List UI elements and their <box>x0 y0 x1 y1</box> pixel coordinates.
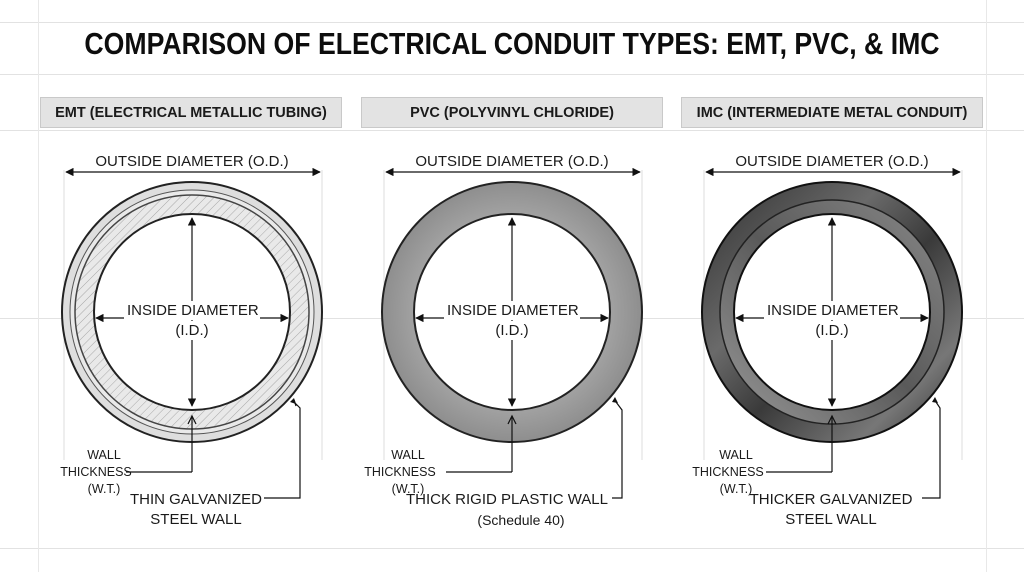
guide-line <box>38 0 39 572</box>
panel-header-emt: EMT (ELECTRICAL METALLIC TUBING) <box>40 97 342 128</box>
material-label-line1: THICK RIGID PLASTIC WALL <box>406 491 608 508</box>
imc-cross-section <box>701 167 963 499</box>
material-label-line1: THICKER GALVANIZED <box>749 491 913 508</box>
panel-header-imc: IMC (INTERMEDIATE METAL CONDUIT) <box>681 97 983 128</box>
id-abbrev-label: (I.D.) <box>810 321 854 340</box>
wt-label-line2: THICKNESS <box>364 465 436 479</box>
id-label: INSIDE DIAMETER <box>444 301 580 320</box>
material-label-line1: THIN GALVANIZED <box>130 491 262 508</box>
emt-cross-section <box>61 167 323 499</box>
od-label: OUTSIDE DIAMETER (O.D.) <box>735 153 929 170</box>
emt-panel: OUTSIDE DIAMETER (O.D.) INSIDE DIAMETER … <box>42 140 342 540</box>
id-label: INSIDE DIAMETER <box>764 301 900 320</box>
id-abbrev-label: (I.D.) <box>170 321 214 340</box>
wt-label-line1: WALL <box>719 448 753 462</box>
imc-panel: OUTSIDE DIAMETER (O.D.) INSIDE DIAMETER … <box>682 140 982 540</box>
od-label: OUTSIDE DIAMETER (O.D.) <box>95 153 289 170</box>
pvc-cross-section <box>381 167 643 499</box>
material-label-line2: STEEL WALL <box>150 511 242 528</box>
wt-label-line1: WALL <box>87 448 121 462</box>
page-title: COMPARISON OF ELECTRICAL CONDUIT TYPES: … <box>84 26 940 61</box>
wt-label-line3: (W.T.) <box>87 482 121 496</box>
guide-line <box>0 22 1024 23</box>
wt-label-line2: THICKNESS <box>692 465 764 479</box>
pvc-panel: OUTSIDE DIAMETER (O.D.) INSIDE DIAMETER … <box>362 140 662 540</box>
od-label: OUTSIDE DIAMETER (O.D.) <box>415 153 609 170</box>
guide-line <box>0 548 1024 549</box>
wt-label-line3: (W.T.) <box>391 482 425 496</box>
guide-line <box>986 0 987 572</box>
wt-label-line3: (W.T.) <box>719 482 753 496</box>
wt-label-line1: WALL <box>391 448 425 462</box>
material-label-line2: (Schedule 40) <box>477 512 565 528</box>
panel-header-pvc: PVC (POLYVINYL CHLORIDE) <box>361 97 663 128</box>
guide-line <box>0 130 1024 131</box>
id-label: INSIDE DIAMETER <box>124 301 260 320</box>
guide-line <box>0 74 1024 75</box>
id-abbrev-label: (I.D.) <box>490 321 534 340</box>
wt-label-line2: THICKNESS <box>60 465 132 479</box>
material-label-line2: STEEL WALL <box>785 511 877 528</box>
